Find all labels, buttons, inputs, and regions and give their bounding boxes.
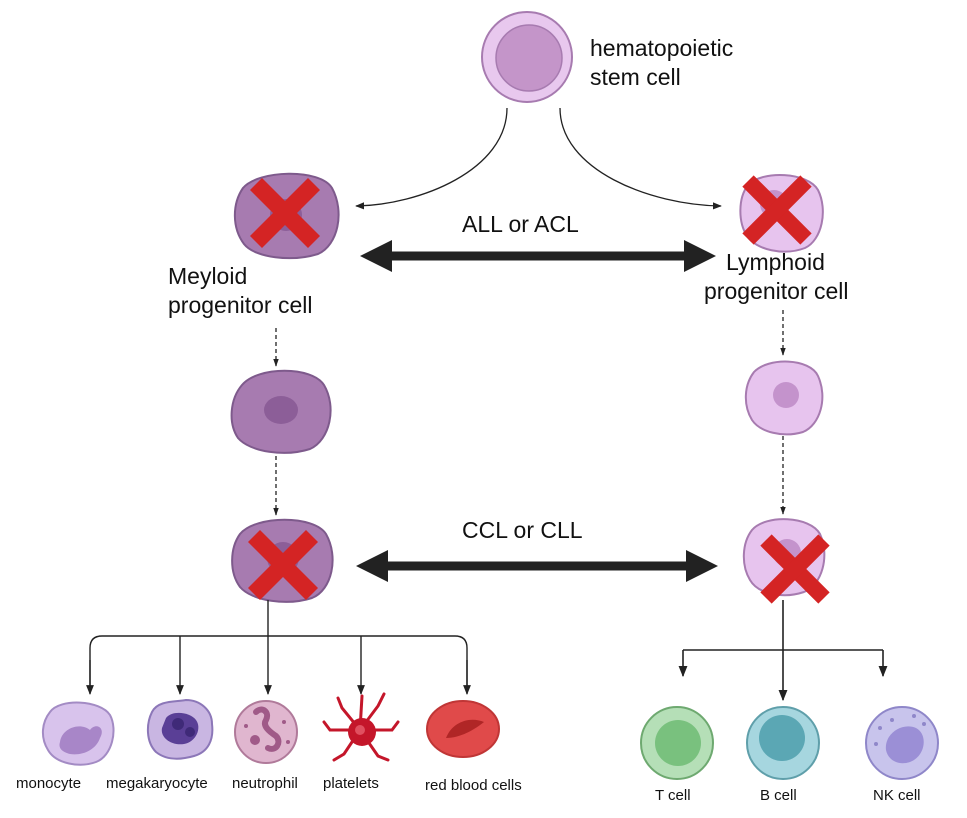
myeloid-intermediate-cell [230,369,332,454]
megakaryocyte-label: megakaryocyte [106,775,208,792]
monocyte-cell [42,701,115,766]
nk-cell [865,706,939,780]
myeloid-label-line1: Meyloid [168,263,248,289]
red-blood-cell [426,700,500,758]
double-arrow-icon [360,240,716,272]
platelets-label: platelets [323,775,379,792]
platelets-cell [322,692,400,762]
cross-mark-icon [760,534,830,604]
stem-cell-label-line2: stem cell [590,64,681,90]
nk-cell-label: NK cell [873,787,921,804]
red-blood-cells-label: red blood cells [425,777,522,794]
t-cell-label: T cell [655,787,691,804]
lymphoid-label-line1: Lymphoid [726,249,825,275]
lymphoid-tree-lines [678,600,888,702]
stem-branch-arrows [355,107,722,210]
b-cell-label: B cell [760,787,797,804]
chronic-leukemia-label: CCL or CLL [462,517,583,543]
double-arrow-icon [356,550,718,582]
lymphoid-label-line2: progenitor cell [704,278,849,304]
lymphoid-intermediate-cell [744,360,824,436]
cross-mark-icon [742,175,812,245]
cross-mark-icon [247,529,319,601]
t-cell [640,706,714,780]
stem-cell [481,11,573,103]
neutrophil-label: neutrophil [232,775,298,792]
acute-leukemia-label: ALL or ACL [462,211,579,237]
b-cell [746,706,820,780]
neutrophil-cell [234,700,298,764]
monocyte-label: monocyte [16,775,82,792]
cross-mark-icon [249,177,321,249]
stem-cell-label-line1: hematopoietic [590,35,734,61]
myeloid-label-line2: progenitor cell [168,292,313,318]
myeloid-tree-lines [86,600,471,695]
megakaryocyte-cell [146,698,214,760]
